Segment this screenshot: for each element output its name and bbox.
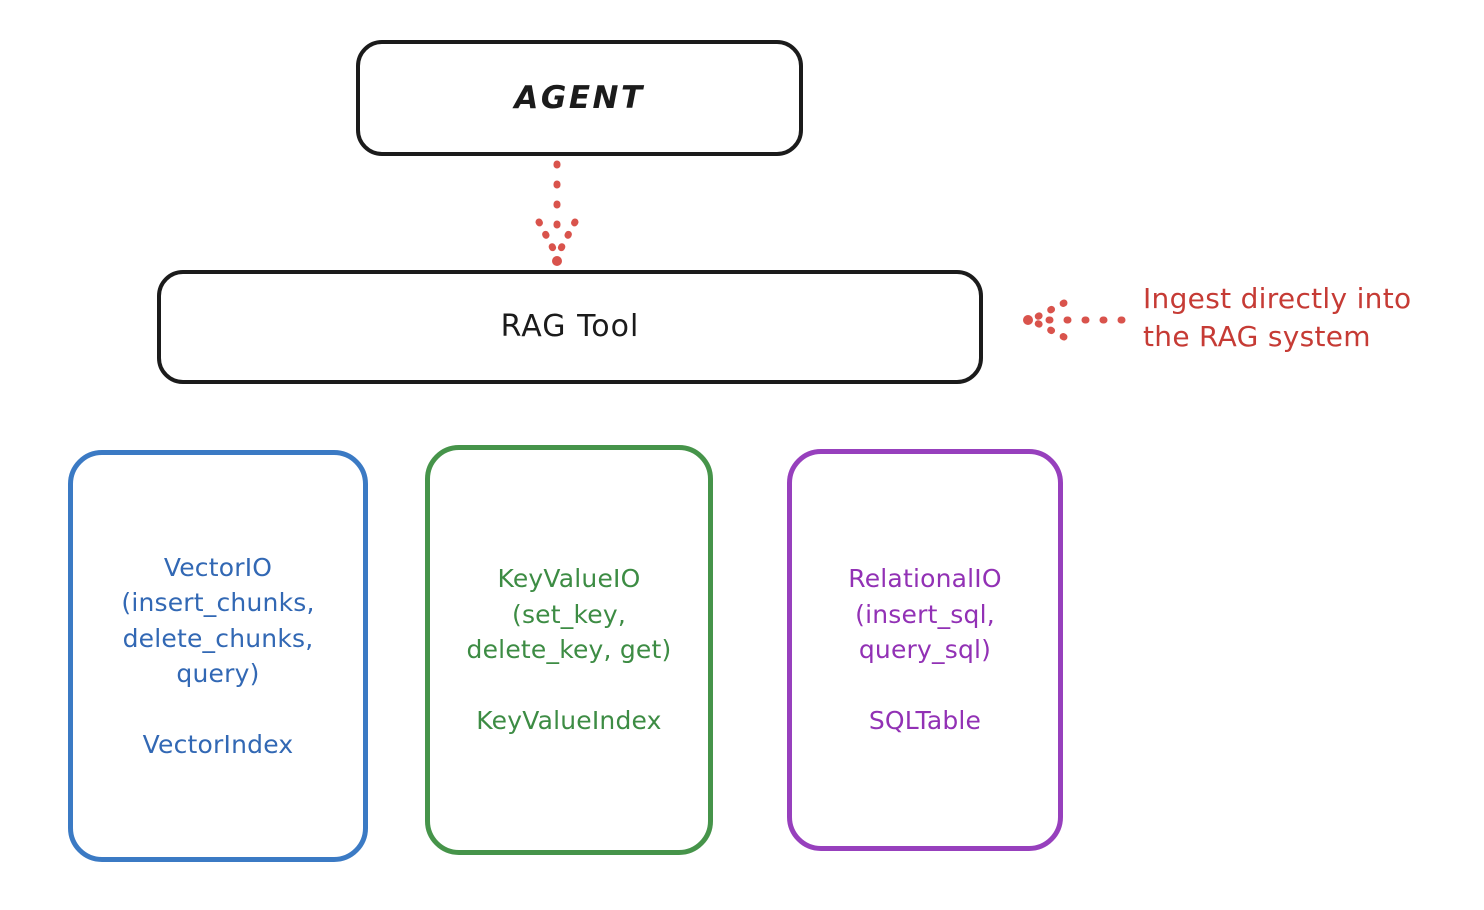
node-rag-tool[interactable]: RAG Tool — [157, 270, 983, 384]
arrowhead-tip — [552, 256, 562, 266]
annotation-ingest-directly: Ingest directly into the RAG system — [1143, 282, 1412, 353]
node-agent[interactable]: AGENT — [356, 40, 803, 156]
provider-card-key-value-io[interactable]: KeyValueIO (set_key, delete_key, get) Ke… — [425, 445, 713, 855]
provider-card-key-value-io-label: KeyValueIO (set_key, delete_key, get) Ke… — [466, 564, 672, 736]
ingest-arrowhead-upper-barb — [1029, 299, 1068, 323]
node-agent-label: AGENT — [514, 79, 645, 116]
connector-agent-to-rag-tool — [535, 160, 579, 266]
arrowhead-left-barb — [535, 218, 560, 258]
provider-card-relational-io[interactable]: RelationalIO (insert_sql, query_sql) SQL… — [787, 449, 1063, 851]
ingest-arrowhead-lower-barb — [1029, 317, 1068, 341]
provider-card-vector-io-label: VectorIO (insert_chunks, delete_chunks, … — [121, 552, 315, 760]
node-rag-tool-label: RAG Tool — [500, 309, 640, 345]
provider-card-vector-io[interactable]: VectorIO (insert_chunks, delete_chunks, … — [68, 450, 368, 862]
provider-card-relational-io-label: RelationalIO (insert_sql, query_sql) SQL… — [848, 564, 1002, 736]
ingest-arrowhead-tip — [1023, 315, 1033, 325]
connector-ingest-arrow — [1023, 299, 1126, 341]
arrowhead-right-barb — [554, 218, 579, 258]
